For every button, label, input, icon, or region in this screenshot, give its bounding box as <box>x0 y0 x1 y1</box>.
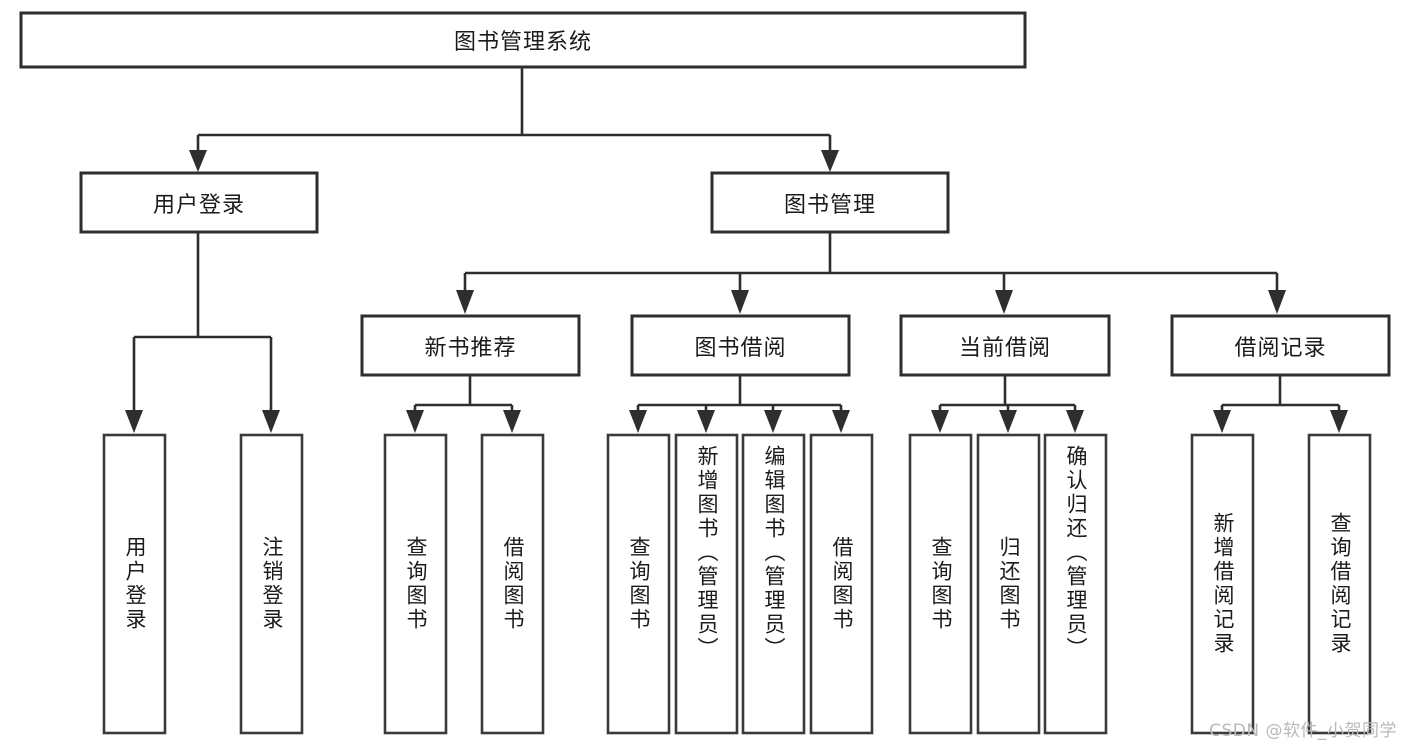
node-box-current-borrow[interactable] <box>899 314 1111 377</box>
node-box-root[interactable] <box>19 11 1027 69</box>
arrow-head-leaf-query-book-2 <box>629 410 647 433</box>
arrow-head-leaf-add-book <box>697 410 715 433</box>
arrow-head-new-book-recommend <box>456 290 474 314</box>
node-box-leaf-confirm-return[interactable] <box>1043 433 1108 735</box>
arrow-head-user-login <box>189 150 207 172</box>
node-box-book-borrow[interactable] <box>630 314 851 377</box>
arrow-head-book-manage <box>821 150 839 172</box>
arrow-head-leaf-user-login <box>125 410 143 433</box>
node-box-leaf-edit-book[interactable] <box>741 433 806 735</box>
node-box-leaf-query-record[interactable] <box>1307 433 1372 735</box>
node-box-user-login[interactable] <box>79 171 319 234</box>
watermark-text: CSDN @软件_小贺同学 <box>1209 721 1397 741</box>
arrow-head-leaf-query-book-1 <box>406 410 424 433</box>
arrow-head-leaf-logout <box>262 410 280 433</box>
arrow-head-leaf-edit-book <box>764 410 782 433</box>
arrow-head-leaf-borrow-book-1 <box>503 410 521 433</box>
node-box-leaf-return-book[interactable] <box>976 433 1041 735</box>
node-box-new-book-recommend[interactable] <box>360 314 581 377</box>
arrow-head-leaf-return-book <box>999 410 1017 433</box>
arrow-head-leaf-query-record <box>1330 410 1348 433</box>
arrow-head-leaf-confirm-return <box>1066 410 1084 433</box>
node-box-leaf-query-book-2[interactable] <box>606 433 671 735</box>
node-box-leaf-query-book-1[interactable] <box>383 433 448 735</box>
arrow-head-borrow-record <box>1268 290 1286 314</box>
node-box-borrow-record[interactable] <box>1170 314 1391 377</box>
node-box-leaf-user-login[interactable] <box>102 433 167 735</box>
node-box-leaf-query-book-3[interactable] <box>908 433 973 735</box>
arrow-head-book-borrow <box>731 290 749 314</box>
node-box-leaf-add-record[interactable] <box>1190 433 1255 735</box>
node-box-leaf-logout[interactable] <box>239 433 304 735</box>
arrow-head-leaf-query-book-3 <box>931 410 949 433</box>
node-box-book-manage[interactable] <box>710 171 950 234</box>
node-box-leaf-borrow-book-1[interactable] <box>480 433 545 735</box>
arrow-head-leaf-add-record <box>1213 410 1231 433</box>
node-box-leaf-borrow-book-2[interactable] <box>809 433 874 735</box>
connector-layer <box>125 67 1348 433</box>
arrow-head-current-borrow <box>995 290 1013 314</box>
node-layer <box>19 11 1391 735</box>
node-box-leaf-add-book[interactable] <box>674 433 739 735</box>
arrow-head-leaf-borrow-book-2 <box>832 410 850 433</box>
